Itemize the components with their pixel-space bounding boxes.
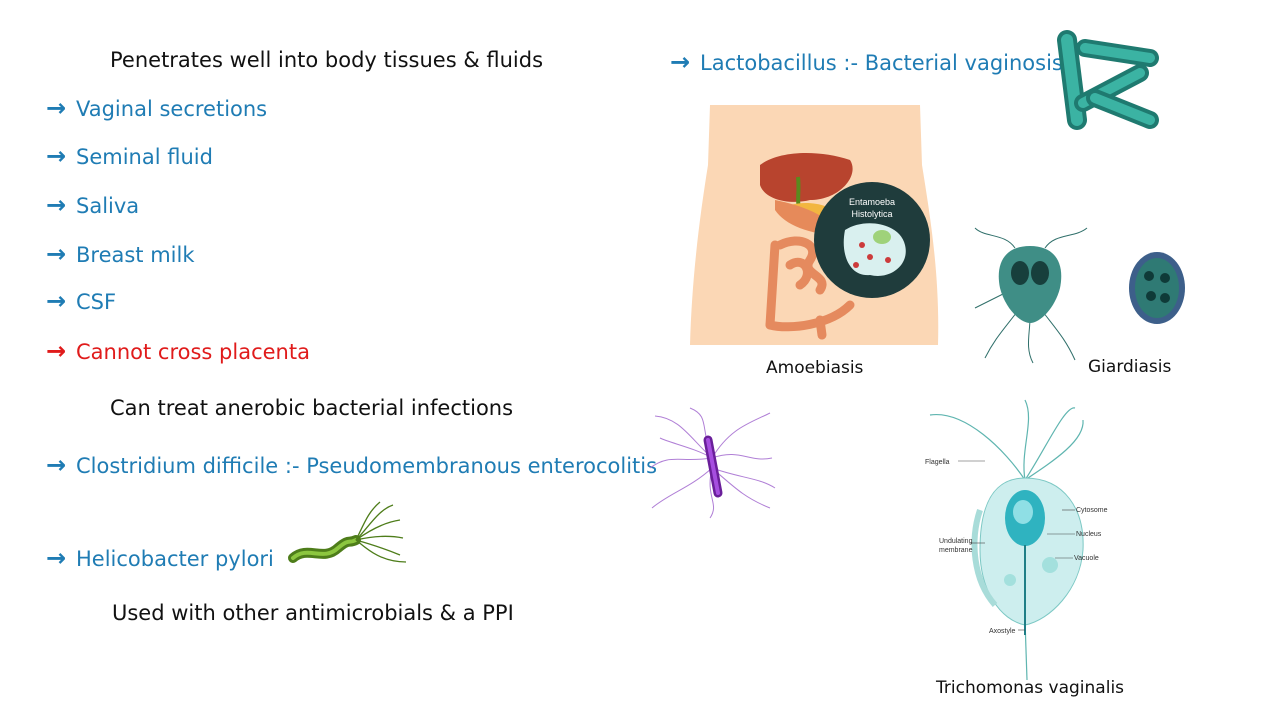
list-item-label: Helicobacter pylori [76,547,274,571]
clostridium-illustration [649,407,776,519]
heading-ppi: Used with other antimicrobials & a PPI [112,601,514,625]
arrow-icon: → [46,337,67,365]
list-item-label: Saliva [76,194,140,218]
amoeba-bubble-line2: Histolytica [851,209,892,219]
arrow-icon: → [46,451,67,479]
lactobacillus-illustration [1057,30,1159,130]
caption-trichomonas: Trichomonas vaginalis [936,678,1125,698]
list-item-vaginal-secretions: → Vaginal secretions [46,95,267,122]
label-vacuole: Vacuole [1074,555,1099,562]
list-item-csf: → CSF [46,288,116,315]
label-cytosome: Cytosome [1076,507,1108,514]
list-item-label: Breast milk [76,243,195,267]
list-item-saliva: → Saliva [46,192,139,219]
amoebiasis-illustration: Entamoeba Histolytica [690,105,939,345]
arrow-icon: → [46,191,67,219]
heading-anerobic: Can treat anerobic bacterial infections [110,396,514,420]
list-item-label: CSF [76,290,117,314]
list-item-hpylori: → Helicobacter pylori [46,545,274,572]
arrow-icon: → [670,48,691,76]
label-undulating-2: membrane [939,547,973,554]
trichomonas-illustration: Flagella Cytosome Nucleus Undulating mem… [925,399,1108,681]
label-undulating-1: Undulating [939,538,973,545]
giardiasis-illustration [974,227,1185,364]
list-item-label: Vaginal secretions [76,97,268,121]
arrow-icon: → [46,94,67,122]
list-item-seminal-fluid: → Seminal fluid [46,143,213,170]
label-axostyle: Axostyle [989,628,1016,635]
caption-giardiasis: Giardiasis [1088,357,1172,377]
list-item-label: Lactobacillus :- Bacterial vaginosis [700,51,1063,75]
heading-penetrates: Penetrates well into body tissues & flui… [110,48,544,72]
amoeba-bubble-line1: Entamoeba [849,197,895,207]
hpylori-illustration [288,501,407,563]
label-nucleus: Nucleus [1076,531,1102,538]
caption-amoebiasis: Amoebiasis [766,358,864,378]
list-item-label: Clostridium difficile :- Pseudomembranou… [76,454,658,478]
arrow-icon: → [46,287,67,315]
list-item-breast-milk: → Breast milk [46,241,195,268]
label-flagella: Flagella [925,459,950,466]
list-item-lactobacillus: → Lactobacillus :- Bacterial vaginosis [670,49,1063,76]
list-item-label: Cannot cross placenta [76,340,310,364]
list-item-label: Seminal fluid [76,145,213,169]
list-item-cannot-cross-placenta: → Cannot cross placenta [46,338,310,365]
arrow-icon: → [46,544,67,572]
list-item-clostridium: → Clostridium difficile :- Pseudomembrano… [46,452,657,479]
arrow-icon: → [46,142,67,170]
arrow-icon: → [46,240,67,268]
